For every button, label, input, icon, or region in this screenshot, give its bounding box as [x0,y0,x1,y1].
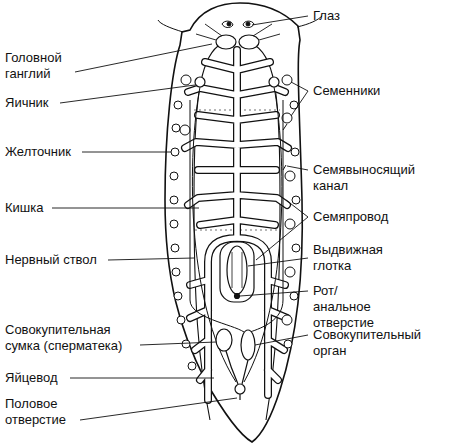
anatomy-path [52,208,199,209]
anatomy-circle [291,148,299,156]
anatomy-circle [188,362,196,370]
anatomy-circle [172,268,180,276]
anatomy-circle [172,124,180,132]
anatomy-path [250,100,283,332]
anatomy-path [165,3,302,442]
anatomy-circle [171,148,179,156]
anatomy-ellipse [239,35,259,49]
anatomy-path [243,21,254,27]
anatomy-path [287,166,308,170]
anatomy-circle [182,340,190,348]
part-label: Головной ганглий [5,50,62,82]
anatomy-circle [227,22,231,26]
anatomy-circle [170,196,178,204]
anatomy-path [185,50,288,400]
anatomy-circle [290,292,298,300]
copulatory-apparatus [216,329,255,400]
anatomy-circle [285,171,295,181]
part-label: Половое отверстие [5,396,66,428]
anatomy-path [291,82,308,116]
anatomy-circle [195,77,205,87]
anatomy-path [283,124,287,170]
anatomy-rect [220,242,254,302]
oviducts [192,87,282,382]
anatomy-path [222,21,233,27]
anatomy-circle [170,172,178,180]
anatomy-path [158,20,183,32]
part-label: Семявыносящий канал [313,162,415,194]
anatomy-path [82,152,171,153]
anatomy-path [75,44,212,72]
anatomy-circle [180,125,190,135]
anatomy-path [108,258,194,260]
anatomy-path [190,100,244,332]
anatomy-circle [235,294,240,299]
anatomy-circle [174,292,182,300]
testes [180,75,295,325]
eyes [222,21,254,27]
anatomy-ellipse [241,330,255,360]
sperm-ducts [190,100,287,332]
head-ganglion [196,24,280,49]
anatomy-circle [177,316,185,324]
body-outline [158,3,322,442]
pharynx [220,242,254,302]
anatomy-path [226,351,238,384]
anatomy-circle [246,22,250,26]
anatomy-circle [292,196,300,204]
part-label: Семяпровод [313,209,388,225]
anatomy-path [196,24,280,40]
part-label: Семенники [313,83,380,99]
leader-lines [52,16,308,420]
gut-outline [185,50,288,400]
anatomy-path [255,335,308,345]
part-label: Совокупительная сумка (сперматека) [5,322,145,354]
anatomy-circle [181,75,191,85]
vitellaria [170,101,300,370]
anatomy-circle [285,219,295,229]
part-label: Выдвижная глотка [313,242,383,274]
anatomy-path [140,342,216,345]
anatomy-ellipse [216,329,232,351]
anatomy-path [239,394,240,400]
part-label: Желточник [5,144,71,160]
part-label: Нервный ствол [5,252,97,268]
anatomy-path [240,291,308,296]
anatomy-circle [282,315,292,325]
ovaries [195,77,279,87]
anatomy-ellipse [216,35,236,49]
part-label: Яичник [5,95,49,111]
anatomy-path [252,16,308,25]
anatomy-circle [174,101,182,109]
anatomy-circle [284,340,292,348]
anatomy-circle [269,77,279,87]
part-label: Яйцевод [5,370,57,386]
part-label: Кишка [5,200,43,216]
anatomy-circle [235,384,245,394]
anatomy-path [248,258,308,266]
anatomy-path [70,378,214,379]
part-label: Глаз [313,8,340,24]
anatomy-circle [292,244,300,252]
anatomy-ellipse [227,246,247,294]
part-label: Рот/анальное отверстие [313,283,374,331]
anatomy-path [80,398,237,420]
anatomy-path [60,85,195,103]
anatomy-path [256,200,308,260]
part-label: Совокупительный орган [313,327,421,359]
anatomy-path [192,87,236,382]
anatomy-circle [171,244,179,252]
anatomy-path [232,252,242,288]
anatomy-path [242,360,248,384]
anatomy-circle [170,220,178,228]
anatomy-path [185,50,288,400]
anatomy-circle [285,267,295,277]
anatomy-circle [282,75,292,85]
